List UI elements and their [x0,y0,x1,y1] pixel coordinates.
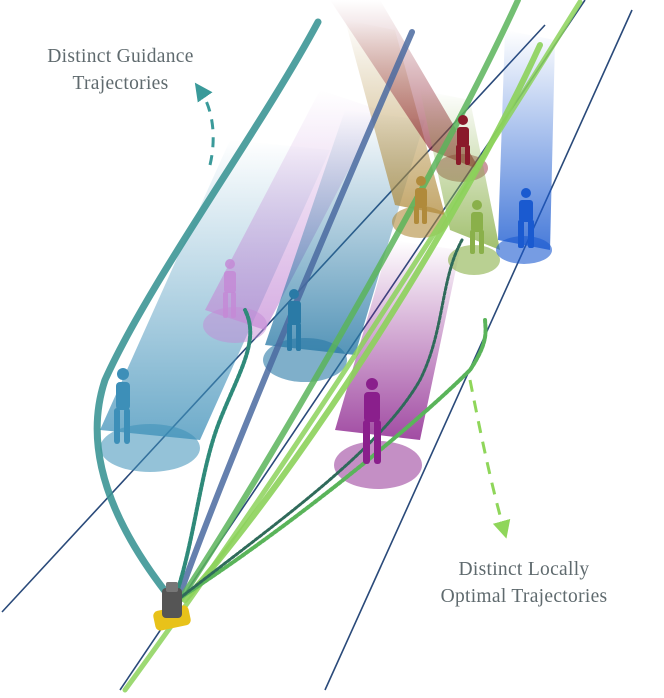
local-label-line2: Optimal Trajectories [440,586,608,607]
robot-body [162,588,182,618]
disc-purple [334,441,422,489]
guidance-annotation-arrow [194,82,215,166]
corridor-line-right [324,9,633,691]
guidance-label-line1: Distinct Guidance [47,46,194,67]
local-trajectory-darkgreen [178,238,464,600]
guidance-label-line2: Trajectories [72,73,169,94]
guidance-trajectory-green-a [177,0,521,603]
pedestrian-blue-right [518,188,534,248]
pedestrian-blue-left [114,368,130,444]
local-annotation-arrow [468,379,511,539]
trail-teal-center [265,110,425,355]
pedestrian-olive [470,200,484,254]
trail-olive [420,90,500,250]
local-label-line1: Distinct Locally [458,559,590,580]
trail-purple [335,240,460,440]
trail-blue-right [498,30,555,250]
robot [153,582,191,631]
pedestrian-trails [100,0,555,489]
guidance-trajectory-teal [93,18,322,604]
guidance-trajectory-blue [175,29,415,603]
local-trajectory-teal [173,308,253,600]
local-annotation-label: Distinct Locally Optimal Trajectories [408,556,640,610]
pedestrian-darkred [456,115,470,165]
pedestrian-pink [223,259,236,318]
local-trajectory-green [178,316,488,600]
pedestrian-purple [363,378,381,464]
disc-olive [448,245,500,275]
pedestrian-orange [414,176,427,224]
guidance-annotation-label: Distinct Guidance Trajectories [18,43,223,97]
disc-blue-right [496,236,552,264]
disc-teal-center [263,338,347,382]
local-trajectories [173,238,488,600]
robot-head [166,582,178,592]
trail-orange [345,20,445,215]
pedestrian-figures [114,115,534,464]
pedestrian-teal-center [287,289,301,351]
